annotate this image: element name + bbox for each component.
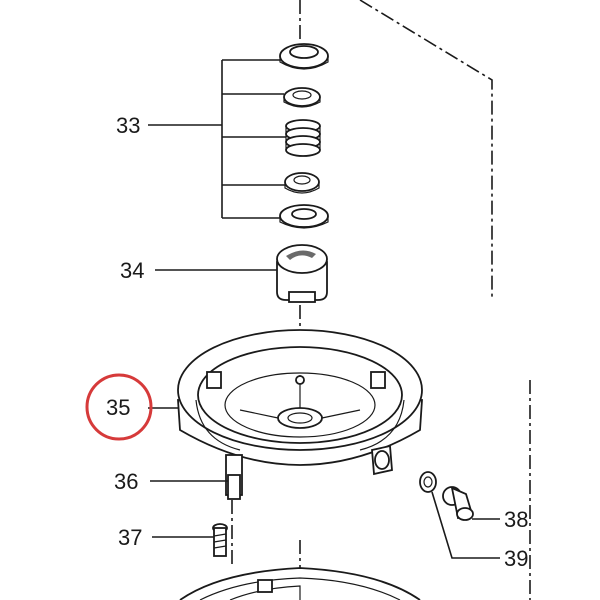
callout-39-leader [431,491,500,559]
callout-35-highlight-ring [85,373,153,441]
part-33-bottom-seal [279,204,329,229]
lower-plate-partial [179,567,421,600]
part-33-seat [284,172,320,194]
callout-38-label: 38 [504,507,528,532]
part-37-screw [212,523,228,557]
callout-37-label: 37 [118,525,142,550]
callout-33-label: 33 [116,113,140,138]
part-39-oring [419,471,437,493]
part-35-housing [177,329,423,496]
callout-33-leader [148,59,286,219]
callout-35-label: 35 [106,395,130,420]
part-38-bolt [442,486,474,521]
callout-34-label: 34 [120,258,144,283]
part-33-top-cap [279,43,329,70]
part-33-washer [283,87,321,108]
part-33-assembly [279,43,329,229]
part-33-spring [285,119,321,157]
part-36-pin [227,474,241,500]
callout-36-label: 36 [114,469,138,494]
callout-39-label: 39 [504,546,528,571]
alignment-lines [231,0,531,600]
part-34-cap [276,244,328,303]
